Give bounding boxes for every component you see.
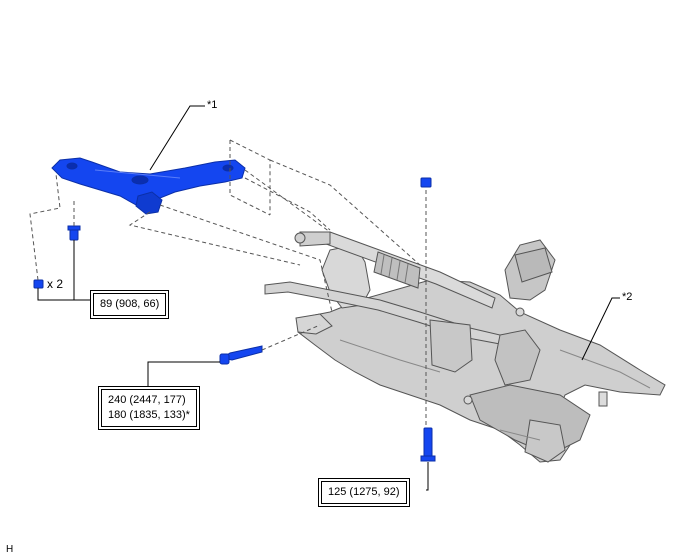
nut-part [33,279,44,289]
callout-arm-ref: *1 [207,99,218,111]
vertical-bolt-part [423,427,433,461]
callout-subframe-ref: *2 [622,291,633,303]
long-bolt-part [220,345,263,361]
alignment-lines [29,139,427,428]
torque-vertical-bolt: 125 (1275, 92) [328,486,400,498]
leader-lines [37,105,620,491]
torque-small-bolt: 89 (908, 66) [100,298,160,310]
callout-bolt-qty: x 2 [47,277,64,291]
torque-long-bolt-line1: 240 (2447, 177) [108,394,186,406]
torque-box-small-bolt: 89 (908, 66) [90,290,170,319]
lower-arm-part [51,157,246,215]
corner-label: H [6,544,14,555]
top-nut-part [420,177,432,188]
torque-box-vertical-bolt: 125 (1275, 92) [318,478,410,507]
front-suspension-subframe [264,231,666,463]
torque-box-long-bolt: 240 (2447, 177) 180 (1835, 133)* [98,386,200,430]
torque-long-bolt-line2: 180 (1835, 133)* [108,409,190,421]
